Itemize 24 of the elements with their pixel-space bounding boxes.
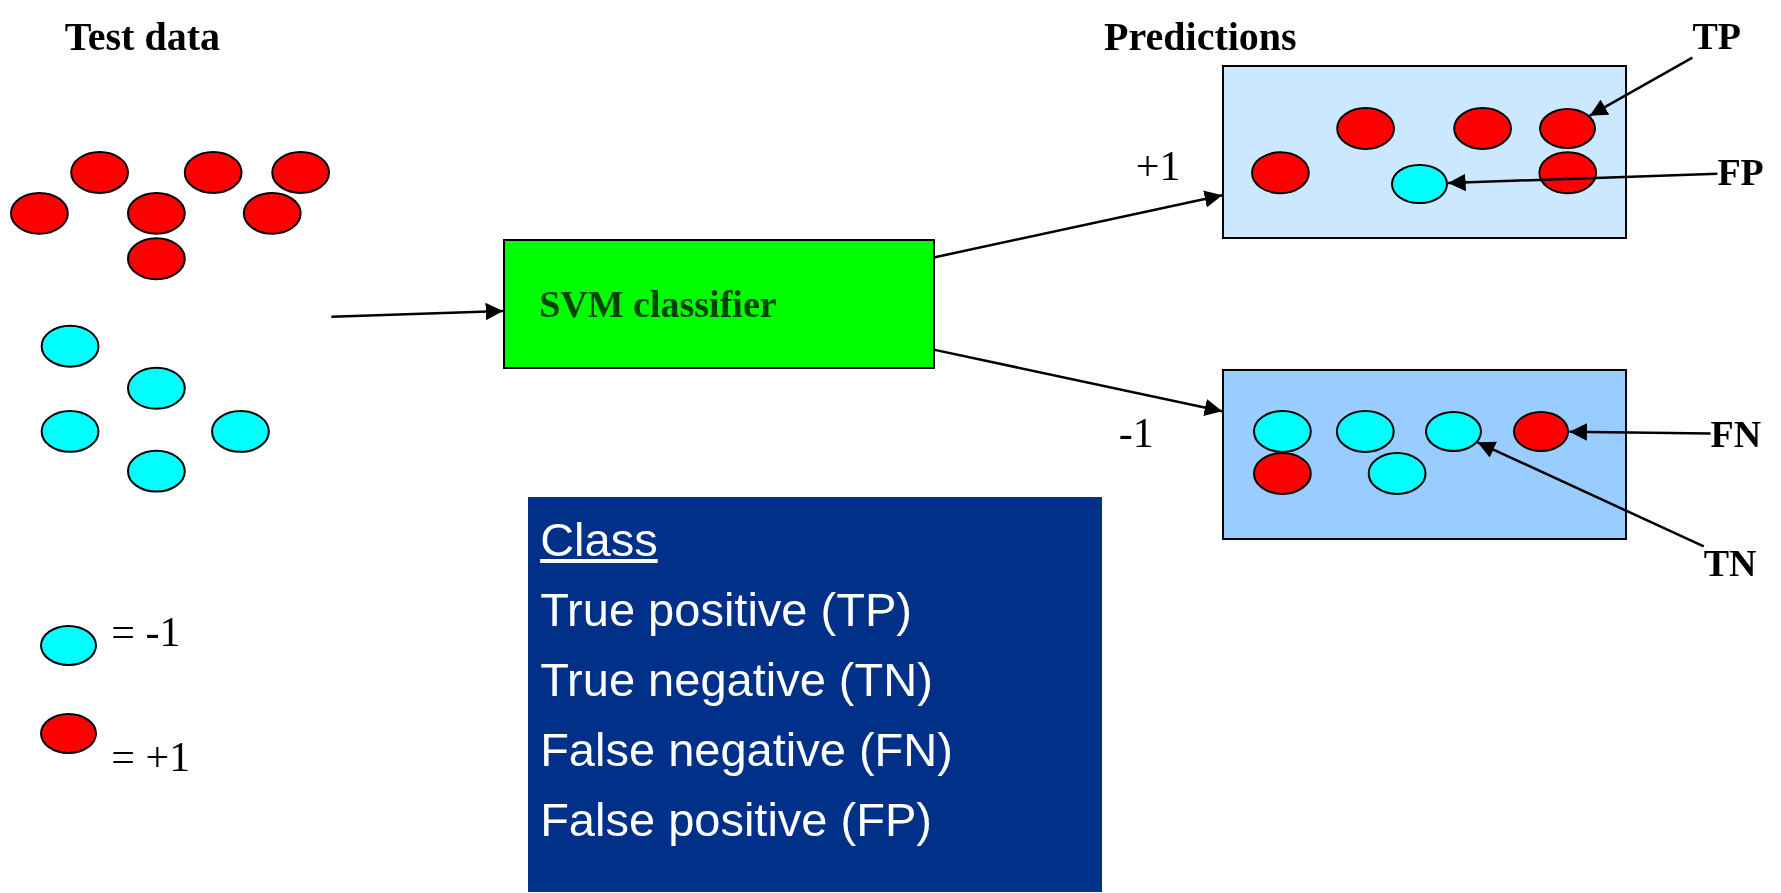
leader-line: [1476, 441, 1705, 548]
callout-label: TP: [1692, 9, 1768, 64]
class-table: [528, 497, 1102, 892]
heading: Predictions: [1104, 13, 1297, 61]
arrow: [934, 190, 1223, 259]
heading: Test data: [64, 13, 220, 61]
marker-dot: [1425, 410, 1482, 452]
table-cell-text: True negative (TN): [540, 652, 934, 709]
leader-line: [1589, 56, 1693, 117]
table-cell-text: False positive (FP): [540, 792, 933, 849]
callout-label: FN: [1710, 406, 1781, 462]
table-cell-text: False negative (FN): [540, 722, 954, 779]
table-cell-text: True positive (TP): [540, 582, 913, 639]
arrow: [331, 302, 504, 321]
legend-label: = +1: [111, 732, 191, 781]
legend-label: = -1: [111, 607, 181, 656]
callout-label: TN: [1703, 536, 1778, 591]
process-box: SVM classifier: [503, 238, 935, 370]
callout-label: FP: [1717, 145, 1781, 200]
arrow: [934, 348, 1223, 417]
prediction-box: [1222, 369, 1627, 540]
table-header: Class: [540, 512, 658, 569]
leader-line: [1569, 423, 1711, 441]
leader-line: [1448, 172, 1718, 192]
